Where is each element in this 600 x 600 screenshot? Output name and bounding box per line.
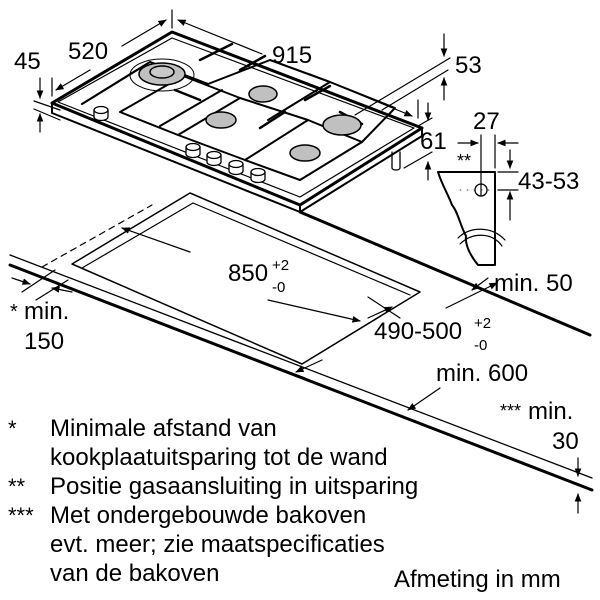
gas-position-marker: ** xyxy=(457,151,472,171)
dim-rear-height: 53 xyxy=(455,52,482,79)
burner-front-left xyxy=(205,111,237,129)
footnote-1-text: Minimale afstand van xyxy=(50,415,277,442)
gas-connector xyxy=(391,151,401,171)
footnote-3-text: Met ondergebouwde bakoven xyxy=(50,502,367,529)
footnote-2-mark: ** xyxy=(8,474,26,499)
cutout-dimension-lines xyxy=(11,227,582,514)
footnote-3-text-cont: evt. meer; zie maatspecificaties xyxy=(50,531,385,558)
dim-worktop-depth: min. 600 xyxy=(436,360,529,387)
dim-cutout-depth-tol-minus: -0 xyxy=(474,337,488,354)
dim-wall-clearance: * min. 150 xyxy=(10,300,90,356)
dim-gas-offset-x: 27 xyxy=(473,108,500,135)
burner-rear-middle xyxy=(248,85,278,103)
dim-cutout-depth: 490-500 +2 -0 xyxy=(374,316,514,360)
footnote-2-text: Positie gasaansluiting in uitsparing xyxy=(50,473,419,500)
dim-cutout-depth-value: 490-500 xyxy=(374,318,463,345)
footnote-1-text-cont: kookplaatuitsparing tot de wand xyxy=(50,444,388,471)
dim-oven-clearance: *** min. 30 xyxy=(500,400,600,456)
footnote-3-text-cont-2: van de bakoven xyxy=(50,560,220,587)
oven-clearance-value: 30 xyxy=(552,428,579,455)
dim-cutout-width-tol-plus: +2 xyxy=(272,257,290,274)
units-label: Afmeting in mm xyxy=(394,566,561,593)
control-knobs xyxy=(93,105,266,184)
wall-clearance-label: min. xyxy=(24,298,70,325)
dim-gas-offset-y: 43-53 xyxy=(518,168,580,195)
dim-cutout-width: 850 +2 -0 xyxy=(228,258,318,302)
burner-rear-right xyxy=(322,114,362,136)
footnote-3-mark: *** xyxy=(8,503,34,528)
dimension-lines xyxy=(33,9,519,291)
dim-thickness-front: 45 xyxy=(14,48,41,75)
dim-side-height: 61 xyxy=(420,128,447,155)
footnote-1-mark: * xyxy=(8,416,17,441)
burner-front-right xyxy=(289,144,321,162)
gas-hob xyxy=(50,30,424,213)
dim-depth: 520 xyxy=(68,38,109,65)
gas-connection-detail xyxy=(437,171,506,266)
dim-cutout-width-value: 850 xyxy=(228,260,269,287)
worktop xyxy=(8,204,594,492)
dim-cutout-depth-tol-plus: +2 xyxy=(474,315,492,332)
dim-cutout-width-tol-minus: -0 xyxy=(272,279,286,296)
wall-clearance-value: 150 xyxy=(24,328,65,355)
dim-rear-clearance: min. 50 xyxy=(494,270,573,297)
oven-clearance-label: min. xyxy=(528,398,574,425)
oven-clearance-mark: *** xyxy=(500,401,522,421)
wall-clearance-mark: * xyxy=(10,301,18,323)
worktop-cutout xyxy=(71,192,421,365)
dim-width: 915 xyxy=(272,42,313,69)
burner-wok xyxy=(129,58,195,92)
